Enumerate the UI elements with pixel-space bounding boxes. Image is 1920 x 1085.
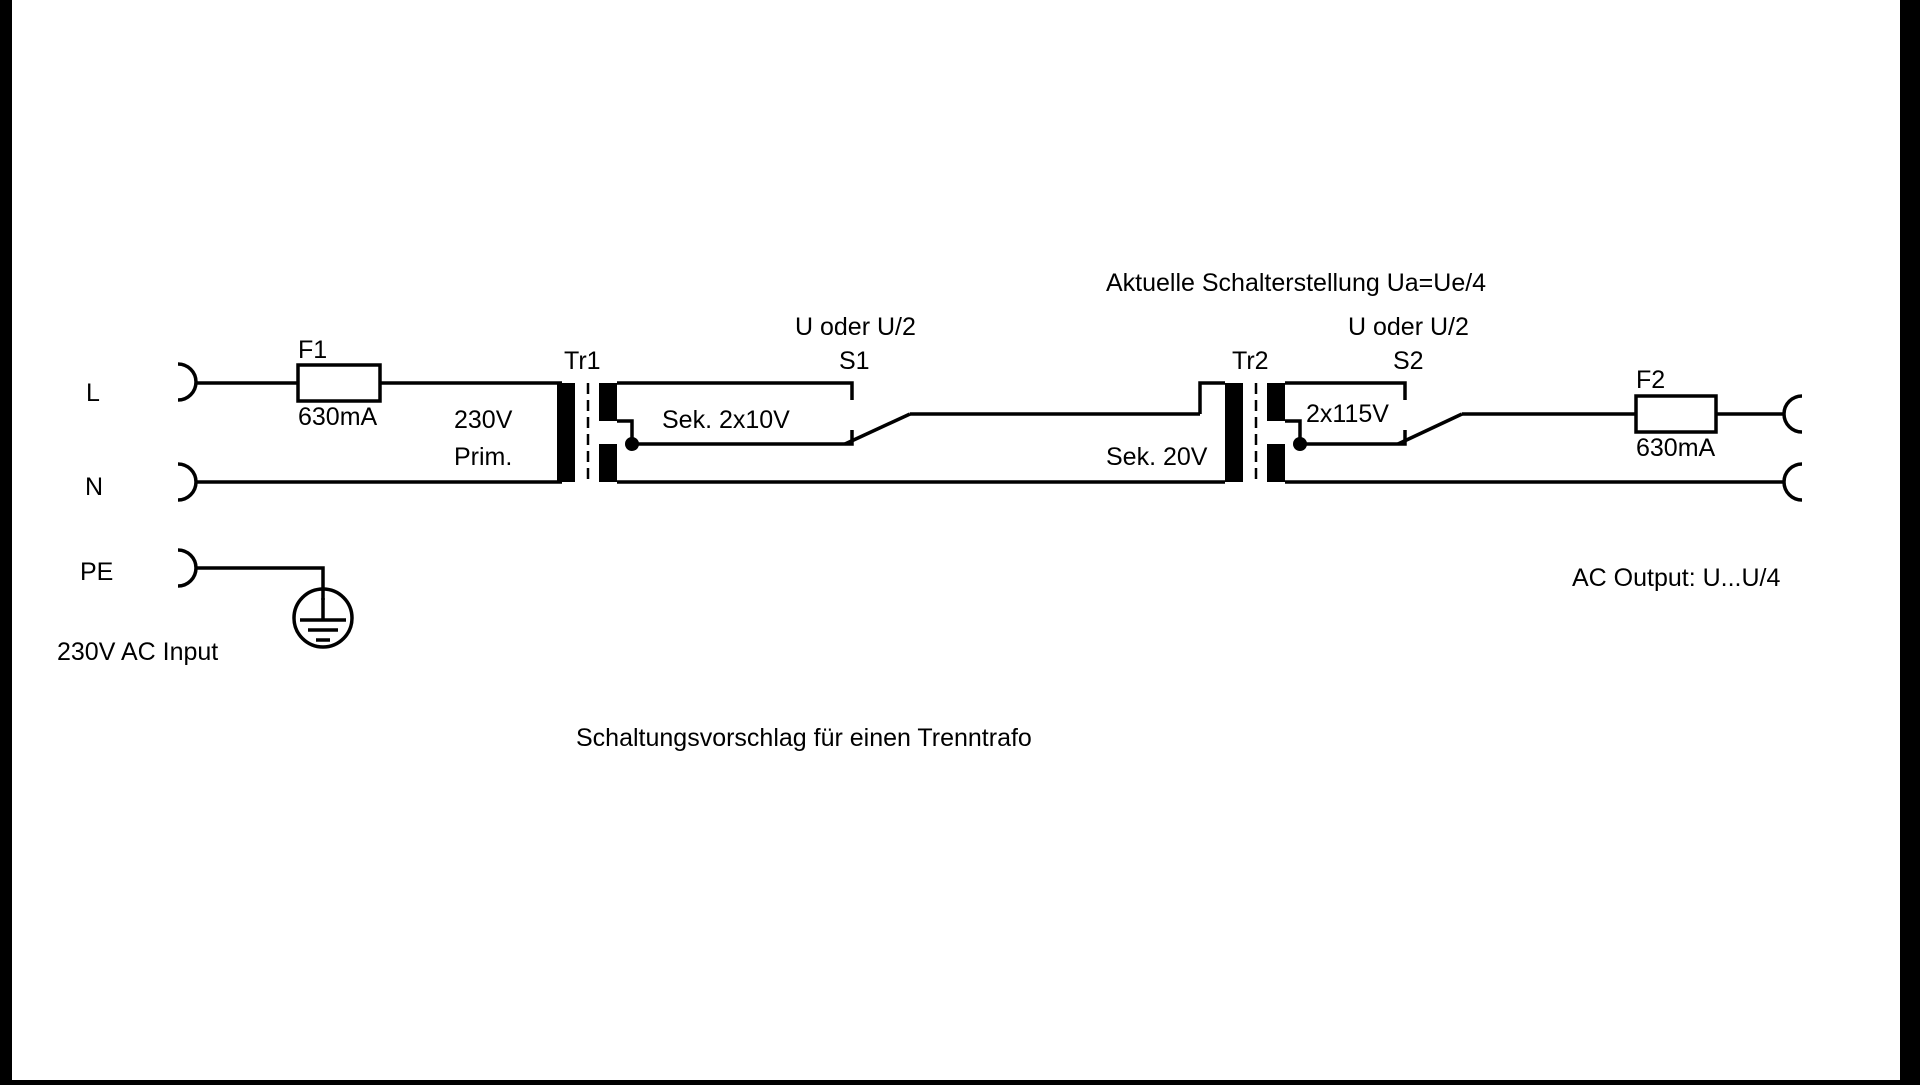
tr1-secondary-lower	[599, 444, 617, 482]
labels: L N PE 230V AC Input F1 630mA Tr1 230V P…	[57, 269, 1781, 752]
terminal-n	[177, 462, 198, 502]
pe-ground	[195, 566, 354, 649]
tr1-secondary-wiring	[617, 381, 1210, 484]
s1-function: U oder U/2	[795, 313, 916, 341]
diagram-caption: Schaltungsvorschlag für einen Trenntrafo	[576, 724, 1032, 752]
tr2-secondary-upper	[1267, 383, 1285, 421]
s2-ref: S2	[1393, 347, 1424, 375]
tr2-secondary-wiring	[1285, 381, 1407, 446]
terminal-out-l	[1782, 394, 1803, 434]
fuse-f2	[1634, 394, 1718, 434]
fuse-f2-ref: F2	[1636, 366, 1665, 394]
line-l	[195, 363, 562, 403]
fuse-f1-rating: 630mA	[298, 403, 378, 431]
terminal-l	[177, 362, 198, 402]
isolation-transformer-schematic: L N PE 230V AC Input F1 630mA Tr1 230V P…	[57, 269, 1803, 752]
terminal-label-n: N	[85, 473, 103, 501]
tr1-secondary-label: Sek. 2x10V	[662, 406, 790, 434]
schematic-sheet: L N PE 230V AC Input F1 630mA Tr1 230V P…	[12, 0, 1900, 1080]
input-caption: 230V AC Input	[57, 638, 218, 666]
output-caption: AC Output: U...U/4	[1572, 564, 1781, 592]
ground-icon	[292, 587, 354, 649]
s1-ref: S1	[839, 347, 870, 375]
output-wiring	[1285, 394, 1785, 484]
transformer-tr2	[1198, 381, 1307, 484]
s2-function: U oder U/2	[1348, 313, 1469, 341]
terminal-out-n	[1782, 462, 1803, 502]
terminal-label-l: L	[86, 379, 100, 407]
tr1-primary-winding	[557, 383, 575, 482]
tr1-primary-label: Prim.	[454, 443, 512, 471]
tr2-secondary-label: 2x115V	[1306, 400, 1389, 428]
fuse-f1-ref: F1	[298, 336, 327, 364]
tr1-primary-voltage: 230V	[454, 406, 513, 434]
tr1-ref: Tr1	[564, 347, 601, 375]
input-terminals	[177, 362, 198, 588]
tr1-secondary-upper	[599, 383, 617, 421]
tr2-primary-winding	[1225, 383, 1243, 482]
output-terminals	[1782, 394, 1803, 502]
switch-position-note: Aktuelle Schalterstellung Ua=Ue/4	[1106, 269, 1486, 297]
tr2-secondary-lower	[1267, 444, 1285, 482]
tr2-primary-label: Sek. 20V	[1106, 443, 1208, 471]
terminal-label-pe: PE	[80, 558, 113, 586]
tr2-ref: Tr2	[1232, 347, 1269, 375]
fuse-f2-rating: 630mA	[1636, 434, 1716, 462]
terminal-pe	[177, 548, 198, 588]
fuse-f1	[296, 363, 382, 403]
transformer-tr1	[557, 383, 639, 482]
switch-s1[interactable]	[844, 412, 1200, 446]
switch-s2[interactable]	[1397, 412, 1636, 446]
